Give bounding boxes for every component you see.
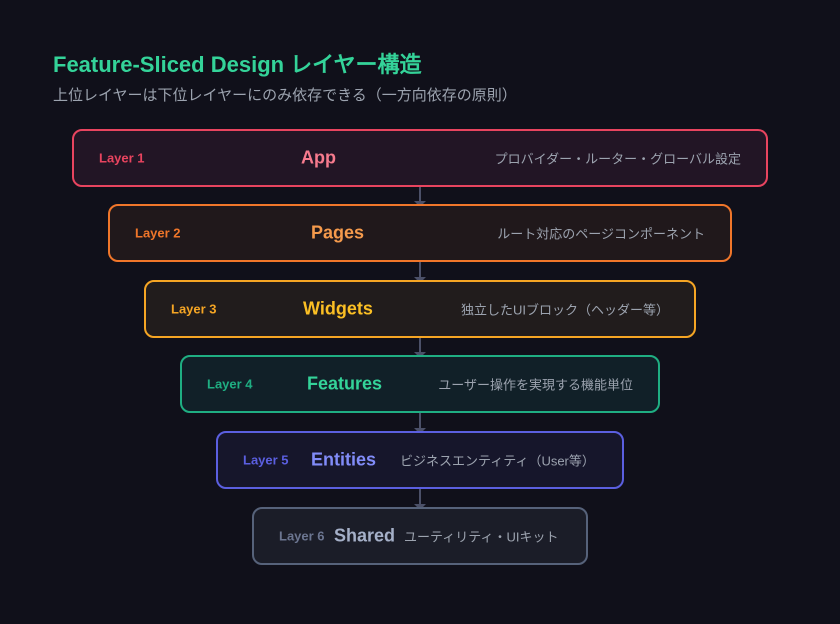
layer-shared: Layer 6 Shared ユーティリティ・UIキット bbox=[252, 507, 588, 565]
connector-line bbox=[419, 262, 421, 278]
layer-name: Entities bbox=[311, 449, 377, 470]
connector-line bbox=[419, 489, 421, 505]
connector-line bbox=[419, 413, 421, 429]
layer-description: ユーザー操作を実現する機能単位 bbox=[438, 377, 633, 393]
connector-line bbox=[419, 338, 421, 354]
layer-pages: Layer 2 Pages ルート対応のページコンポーネント bbox=[108, 204, 732, 262]
layer-number: Layer 4 bbox=[207, 376, 253, 392]
connector-line bbox=[419, 187, 421, 203]
layer-name: Features bbox=[307, 373, 383, 394]
page-subtitle: 上位レイヤーは下位レイヤーにのみ依存できる（一方向依存の原則） bbox=[53, 87, 517, 104]
layer-entities: Layer 5 Entities ビジネスエンティティ（User等） bbox=[216, 431, 624, 489]
layer-name: App bbox=[301, 147, 336, 168]
layer-description: 独立したUIブロック（ヘッダー等） bbox=[460, 302, 669, 318]
layer-number: Layer 2 bbox=[135, 225, 181, 241]
layer-name: Shared bbox=[334, 525, 396, 546]
layer-number: Layer 6 bbox=[279, 528, 325, 544]
layer-description: ビジネスエンティティ（User等） bbox=[400, 453, 595, 469]
layer-features: Layer 4 Features ユーザー操作を実現する機能単位 bbox=[180, 355, 660, 413]
layer-widgets: Layer 3 Widgets 独立したUIブロック（ヘッダー等） bbox=[144, 280, 696, 338]
page-title: Feature-Sliced Design レイヤー構造 bbox=[53, 52, 422, 77]
layer-description: ルート対応のページコンポーネント bbox=[497, 226, 705, 242]
layer-description: プロバイダー・ルーター・グローバル設定 bbox=[494, 151, 741, 167]
layer-number: Layer 3 bbox=[171, 301, 217, 317]
layer-app: Layer 1 App プロバイダー・ルーター・グローバル設定 bbox=[72, 129, 768, 187]
layer-description: ユーティリティ・UIキット bbox=[404, 529, 559, 545]
layer-number: Layer 1 bbox=[99, 150, 145, 166]
layer-name: Pages bbox=[311, 222, 365, 243]
layer-name: Widgets bbox=[303, 298, 373, 319]
layer-number: Layer 5 bbox=[243, 452, 289, 468]
